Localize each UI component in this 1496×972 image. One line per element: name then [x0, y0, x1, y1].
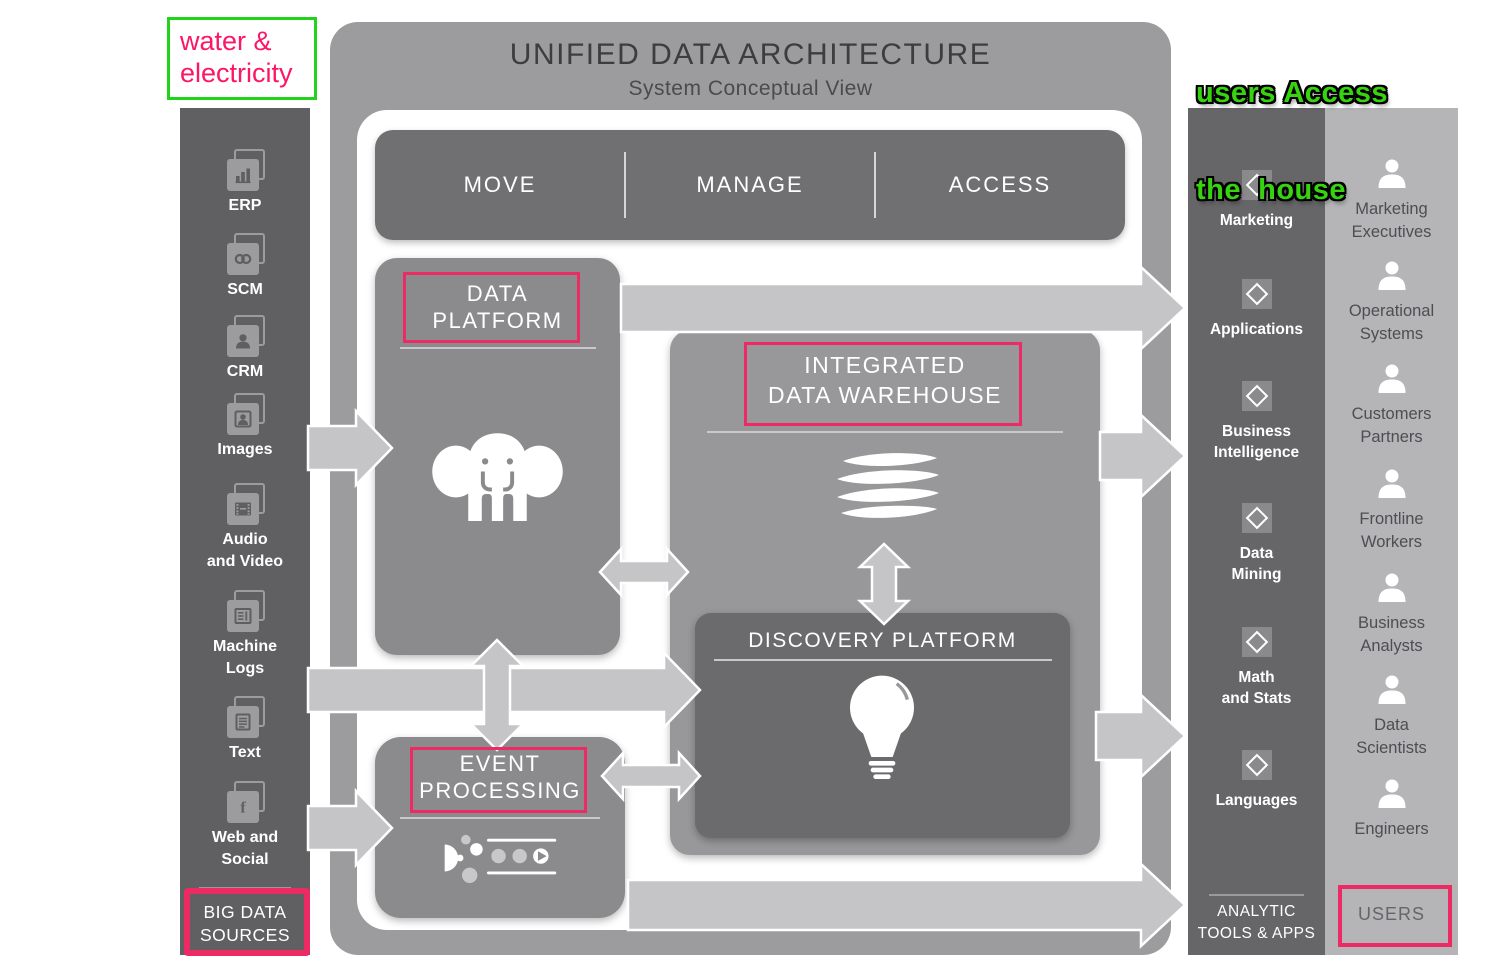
person-icon [1378, 364, 1405, 393]
title-rule [400, 817, 600, 819]
title-rule [714, 659, 1052, 661]
source-item-web-social: f Web and Social [180, 781, 310, 871]
title-rule [707, 431, 1063, 433]
source-item-erp: ERP [180, 149, 310, 217]
source-item-scm: SCM [180, 233, 310, 301]
user-item-marketing-executives: Marketing Executives [1325, 158, 1458, 244]
user-item-customers-partners: Customers Partners [1325, 363, 1458, 449]
analytic-tools-sidebar: Marketing Applications Business Intellig… [1188, 108, 1325, 955]
idw-title: INTEGRATED DATA WAREHOUSE [768, 352, 1002, 408]
source-item-machine-logs: Machine Logs [180, 590, 310, 680]
log-document-icon [221, 590, 269, 632]
portrait-icon [221, 393, 269, 435]
data-platform-title: DATA PLATFORM [432, 281, 563, 333]
diamond-icon [1241, 750, 1272, 780]
title-rule [400, 347, 596, 349]
person-icon [1378, 469, 1405, 498]
big-data-sources-label: BIG DATA SOURCES [199, 902, 291, 945]
users-column: Marketing Executives Operational Systems… [1325, 108, 1458, 955]
event-processing-box: EVENT PROCESSING [375, 737, 625, 918]
users-label: USERS [1357, 904, 1425, 924]
source-item-crm: CRM [180, 315, 310, 383]
highlight-event-processing [410, 747, 587, 813]
source-item-audio-video: Audio and Video [180, 483, 310, 573]
bar-chart-icon [221, 149, 269, 191]
film-strip-icon [221, 483, 269, 525]
elephant-hadoop-icon [432, 433, 563, 521]
svg-text:f: f [240, 800, 246, 817]
page-subtitle: System Conceptual View [628, 77, 873, 100]
user-item-business-analysts: Business Analysts [1325, 572, 1458, 658]
text-document-icon [221, 696, 269, 738]
highlight-big-data-sources [184, 888, 310, 956]
diamond-icon [1241, 170, 1272, 200]
source-item-images: Images [180, 393, 310, 461]
user-item-frontline-workers: Frontline Workers [1325, 468, 1458, 554]
process-bar: MOVE MANAGE ACCESS [375, 130, 1125, 240]
person-icon [1378, 675, 1405, 704]
annotation-users-access-house: users Access the house [1196, 76, 1388, 207]
tool-item-data-mining: Data Mining [1188, 503, 1325, 585]
process-bar-separator [874, 152, 876, 218]
big-data-sources-sidebar: ERP SCM CRM [180, 108, 310, 955]
event-stream-dots-icon [444, 834, 557, 883]
teradata-stack-icon [837, 453, 939, 518]
highlight-data-platform [403, 272, 580, 343]
facebook-icon: f [221, 781, 269, 823]
user-item-engineers: Engineers [1325, 778, 1458, 841]
diamond-icon [1241, 381, 1272, 411]
highlight-integrated-data-warehouse [744, 342, 1022, 426]
process-move: MOVE [463, 172, 537, 197]
lightbulb-icon [850, 675, 914, 779]
event-processing-title: EVENT PROCESSING [419, 751, 581, 803]
user-item-operational-systems: Operational Systems [1325, 260, 1458, 346]
person-icon [1378, 779, 1405, 808]
person-icon [1378, 159, 1405, 188]
person-card-icon [221, 315, 269, 357]
user-item-data-scientists: Data Scientists [1325, 674, 1458, 760]
linked-circles-icon [221, 233, 269, 275]
diamond-icon [1241, 503, 1272, 533]
annotation-water-electricity: water & electricity [167, 17, 317, 100]
tool-item-languages: Languages [1188, 750, 1325, 811]
tool-item-marketing: Marketing [1188, 170, 1325, 231]
tool-item-business-intelligence: Business Intelligence [1188, 381, 1325, 463]
process-access: ACCESS [948, 172, 1052, 197]
discovery-title: DISCOVERY PLATFORM [748, 629, 1017, 652]
process-manage: MANAGE [696, 172, 804, 197]
page-title: UNIFIED DATA ARCHITECTURE [509, 38, 992, 71]
source-item-text: Text [180, 696, 310, 764]
discovery-platform-box: DISCOVERY PLATFORM [695, 613, 1070, 838]
person-icon [1378, 573, 1405, 602]
highlight-users [1338, 885, 1452, 947]
person-icon [1378, 261, 1405, 290]
analytic-tools-label: ANALYTIC TOOLS & APPS [1197, 903, 1316, 942]
diamond-icon [1241, 279, 1272, 309]
sidebar-divider [1209, 894, 1304, 896]
tool-item-applications: Applications [1188, 279, 1325, 340]
process-bar-separator [624, 152, 626, 218]
tool-item-math-stats: Math and Stats [1188, 627, 1325, 709]
diamond-icon [1241, 627, 1272, 657]
